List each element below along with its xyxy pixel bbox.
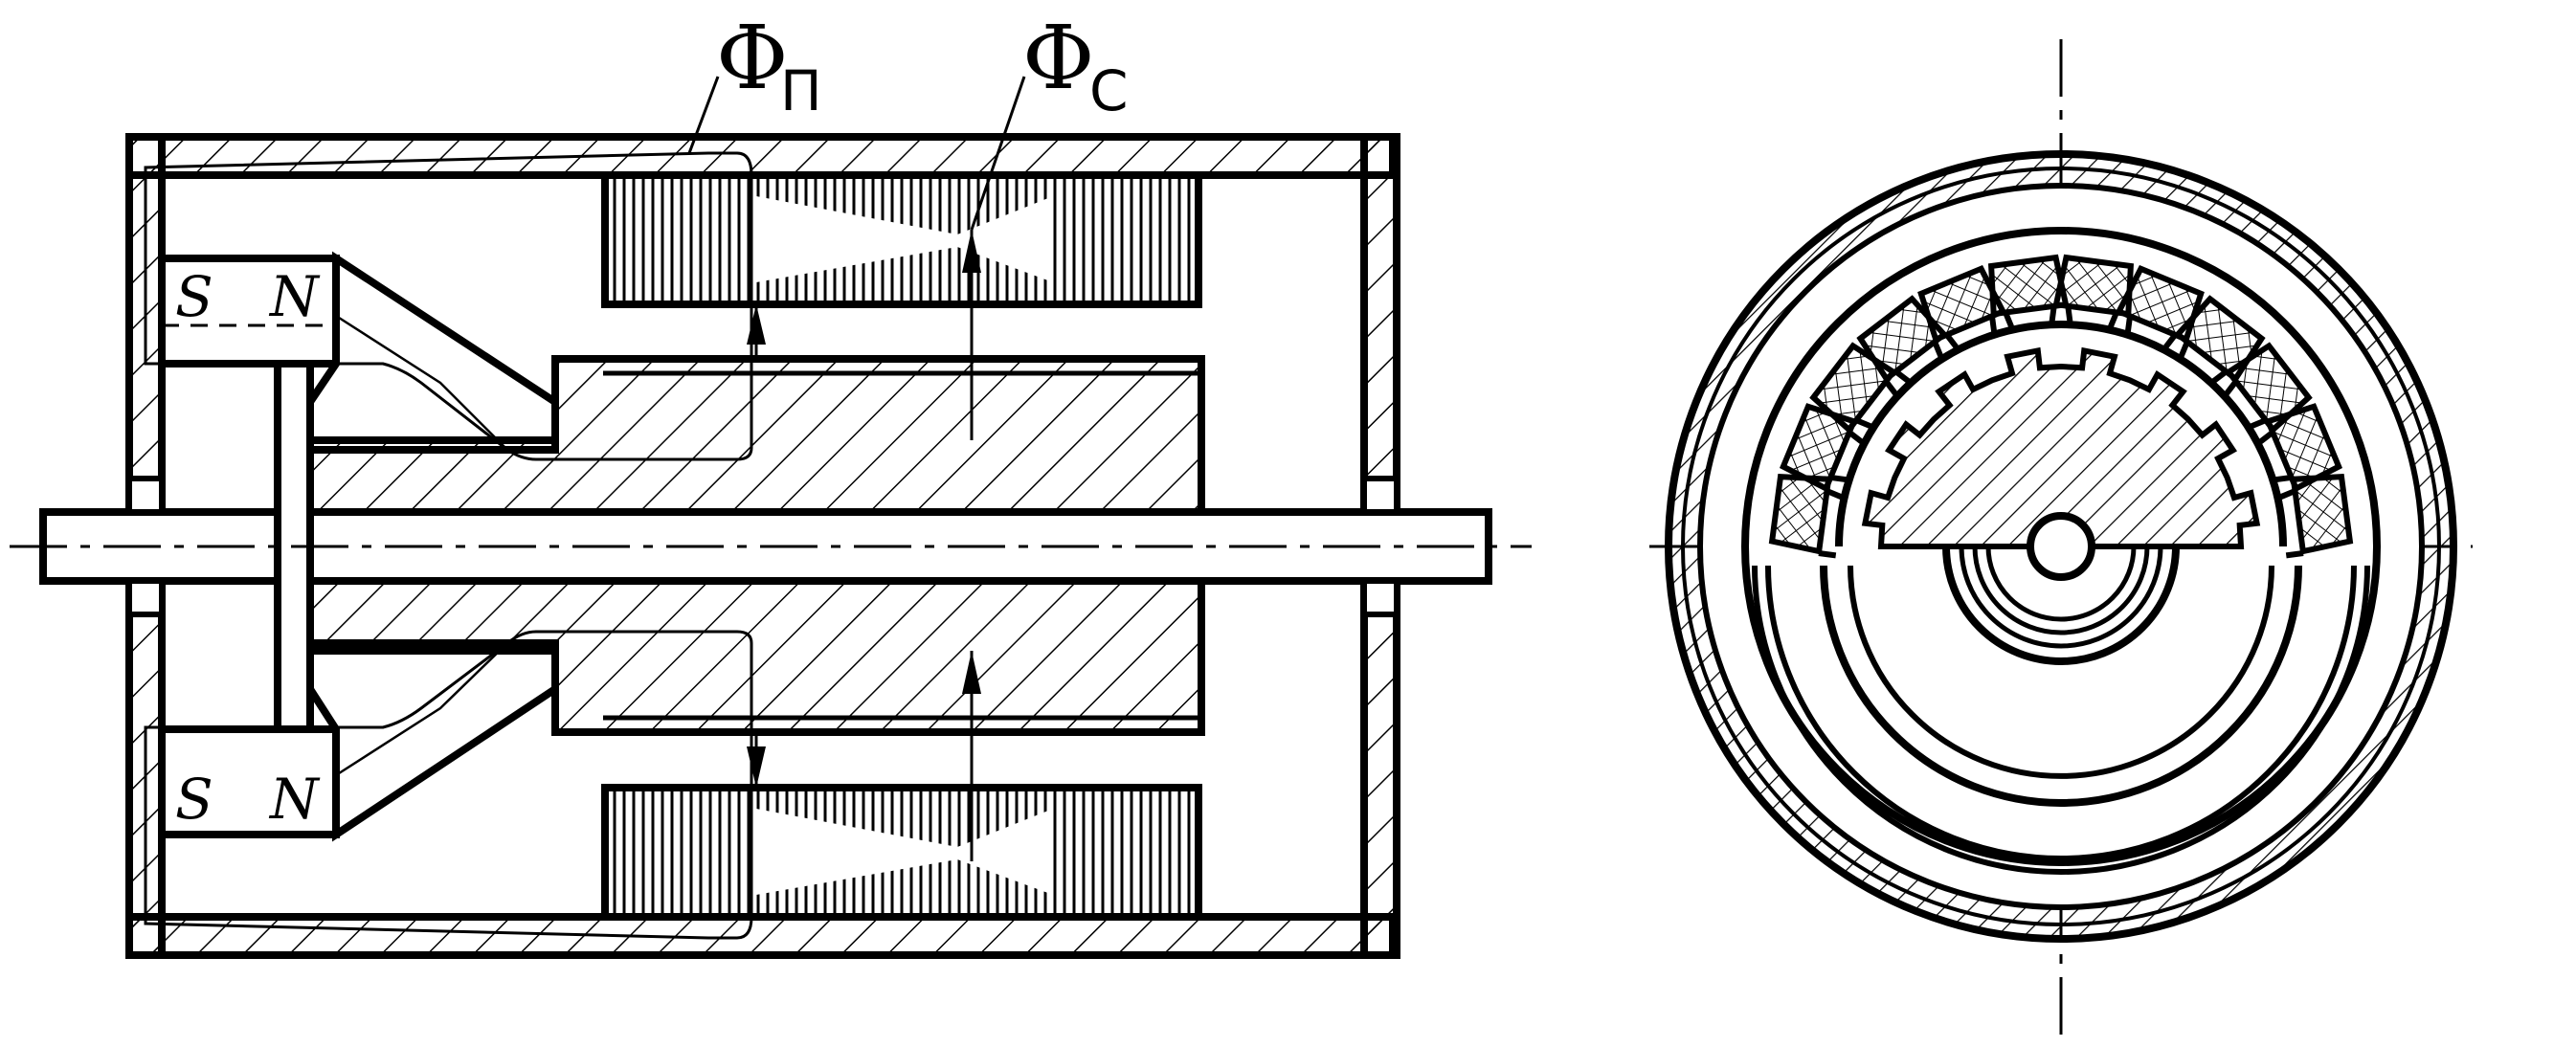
label-leaders: [687, 76, 1026, 231]
pole-piece-bottom: [306, 639, 559, 842]
rotor-core: [306, 355, 1205, 736]
pole-label-s-top: S: [175, 264, 213, 329]
pole-label-n-bottom: N: [268, 767, 321, 832]
flux-path-p: [144, 151, 753, 940]
winding-slots: [1768, 254, 2354, 559]
pole-label-s-bottom: S: [175, 767, 213, 832]
stator-winding-bottom: [601, 784, 1202, 921]
winding-slot: [1987, 254, 2073, 332]
flux-c-symbol: Φ: [1022, 7, 1094, 109]
stator-winding-top: [601, 171, 1202, 308]
flux-arrows: [747, 230, 981, 861]
pole-label-n-top: N: [268, 264, 321, 329]
flux-p-symbol: Φ: [716, 7, 788, 109]
stator-ring: [1741, 227, 2381, 866]
permanent-magnet-top: [158, 255, 340, 368]
rotor-teeth: [1861, 346, 2261, 549]
bottom-arcs: [1752, 546, 2370, 875]
shaft-hole: [2027, 512, 2095, 581]
flux-c-subscript: C: [1089, 58, 1129, 123]
cross-section: [1649, 39, 2473, 1044]
pole-piece-top: [306, 251, 559, 454]
flux-p-subscript: П: [780, 58, 822, 123]
winding-slot: [2275, 473, 2354, 559]
permanent-magnet-bottom: [158, 725, 340, 838]
magnet-holder: [274, 360, 314, 741]
longitudinal-section: Φ П Φ C S N S N: [10, 7, 1532, 959]
